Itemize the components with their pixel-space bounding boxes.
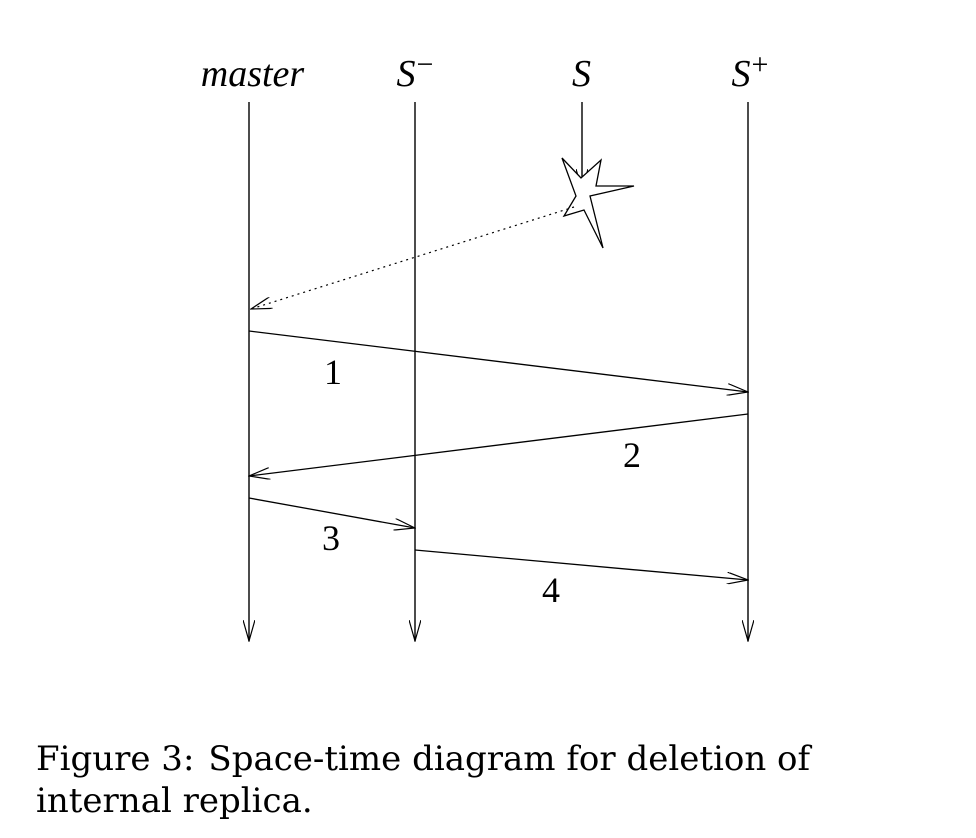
caption-prefix: Figure 3: [36,739,195,779]
process-name: S [731,53,751,95]
caption-text: Space-time diagram for deletion of inter… [36,739,811,821]
message-label-3: 3 [322,518,340,558]
process-name: master [200,53,305,95]
message-arrow-4 [414,549,748,580]
process-name: S [572,53,591,95]
message-arrow-1 [248,330,748,392]
message-arrow-2 [249,413,749,476]
failure-notification-arrow [251,206,575,309]
message-arrow-3 [248,497,415,528]
process-label-s: S [572,48,592,96]
message-label-1: 1 [324,352,342,392]
process-name: S [396,53,416,95]
process-label-s-plus: S+ [732,48,769,96]
message-label-4: 4 [542,570,560,610]
process-label-master: master [201,48,305,96]
space-time-diagram: master S− S S+ 1 2 3 4 [0,48,976,700]
process-sup: − [416,48,434,81]
process-sup: + [751,48,769,81]
diagram-canvas [0,102,976,700]
process-label-s-minus: S− [397,48,434,96]
failure-star-icon [561,157,635,249]
figure-caption: Figure 3:Space-time diagram for deletion… [36,738,946,822]
message-label-2: 2 [623,435,641,475]
